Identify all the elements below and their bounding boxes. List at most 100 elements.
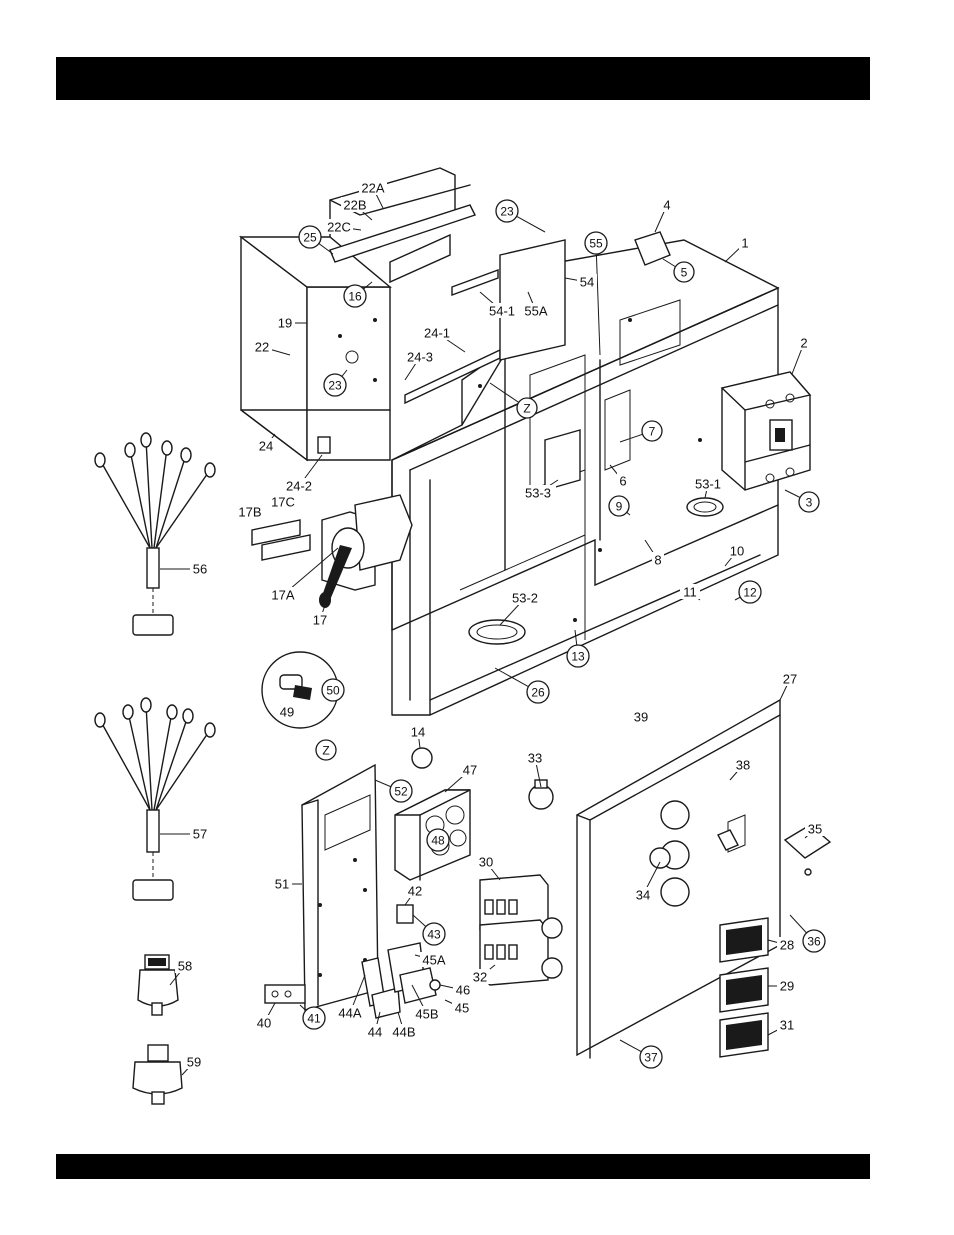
callout-text: 51 (275, 877, 289, 892)
callout-17: 17 (310, 605, 330, 628)
callout-text: Z (523, 402, 530, 416)
wire-harness-56 (95, 433, 215, 635)
callout-text: 22C (327, 220, 351, 235)
callout-text: 47 (463, 763, 477, 778)
callout-text: 36 (807, 935, 821, 949)
callout-text: 41 (307, 1012, 321, 1026)
callout-text: 23 (500, 205, 514, 219)
callout-53-2: 53-2 (500, 590, 543, 625)
callout-2: 2 (792, 335, 810, 374)
callout-text: 7 (649, 425, 656, 439)
callout-27: 27 (780, 671, 800, 700)
callout-text: 44 (368, 1025, 382, 1040)
callout-text: 2 (800, 336, 807, 351)
callout-text: 53-3 (525, 486, 551, 501)
wire-harness-57 (95, 698, 215, 900)
callout-text: 3 (806, 496, 813, 510)
callout-text: 24-3 (407, 350, 433, 365)
callout-text: 6 (619, 474, 626, 489)
callout-text: 48 (431, 834, 445, 848)
callout-text: 52 (394, 785, 408, 799)
callout-17b: 17B (236, 504, 264, 520)
callout-9: 9 (609, 496, 630, 516)
callout-text: 57 (193, 827, 207, 842)
pressure-sensor-59 (133, 1045, 182, 1104)
callout-22c: 22C (325, 219, 361, 235)
callout-text: 49 (280, 705, 294, 720)
callout-text: 28 (780, 938, 794, 953)
callout-text: 8 (654, 553, 661, 568)
callout-text: 45 (455, 1001, 469, 1016)
callout-text: 53-1 (695, 477, 721, 492)
callout-17c: 17C (269, 494, 297, 510)
callout-30: 30 (476, 854, 500, 880)
callout-45: 45 (445, 1000, 472, 1016)
callout-37: 37 (620, 1040, 662, 1068)
pressure-sensor-58 (138, 955, 178, 1015)
callout-text: 42 (408, 884, 422, 899)
callout-text: 22A (361, 181, 384, 196)
callout-text: 24-2 (286, 479, 312, 494)
callout-text: 5 (681, 266, 688, 280)
callout-text: 4 (663, 198, 670, 213)
callout-31: 31 (768, 1017, 797, 1035)
callout-text: 32 (473, 970, 487, 985)
callout-56: 56 (160, 561, 210, 577)
callout-24-1: 24-1 (419, 325, 465, 352)
callout-text: 24 (259, 439, 273, 454)
callout-text: 34 (636, 888, 650, 903)
callout-text: 17 (313, 613, 327, 628)
callout-text: 54-1 (489, 304, 515, 319)
callout-22b: 22B (341, 197, 372, 220)
callout-text: 44A (338, 1006, 361, 1021)
callout-text: 31 (780, 1018, 794, 1033)
callout-text: 22B (343, 198, 366, 213)
electronic-module (395, 748, 470, 880)
callout-text: 37 (644, 1051, 658, 1065)
callout-57: 57 (160, 826, 210, 842)
callout-51: 51 (272, 876, 302, 892)
callout-text: 17A (271, 588, 294, 603)
callout-40: 40 (254, 1003, 275, 1031)
callout-46: 46 (440, 982, 473, 998)
callout-text: 13 (571, 650, 585, 664)
callout-4: 4 (655, 197, 673, 232)
callout-11: 11 (680, 584, 700, 600)
callout-text: 45A (422, 953, 445, 968)
hour-meters (480, 780, 562, 985)
callout-52: 52 (375, 780, 412, 802)
callout-48: 48 (427, 829, 449, 851)
callout-text: 25 (303, 231, 317, 245)
callout-text: 44B (392, 1025, 415, 1040)
callout-24: 24 (256, 434, 276, 454)
callout-text: 46 (456, 983, 470, 998)
callout-text: 10 (730, 544, 744, 559)
callout-29: 29 (768, 978, 797, 994)
callout-text: 9 (616, 500, 623, 514)
callout-24-2: 24-2 (281, 455, 322, 494)
callout-47: 47 (445, 762, 480, 792)
callout-text: 56 (193, 562, 207, 577)
callout-text: 14 (411, 725, 425, 740)
callout-35: 35 (805, 821, 825, 838)
callout-text: 38 (736, 758, 750, 773)
callout-23a: 23 (496, 200, 545, 232)
callout-text: 50 (326, 684, 340, 698)
callout-text: 59 (187, 1055, 201, 1070)
callout-text: 58 (178, 959, 192, 974)
callout-text: 45B (415, 1007, 438, 1022)
callout-text: 43 (427, 928, 441, 942)
callout-text: 33 (528, 751, 542, 766)
callout-50: 50 (322, 679, 344, 701)
callout-14: 14 (408, 724, 428, 748)
circuit-breaker (722, 372, 810, 490)
callout-41: 41 (300, 1005, 325, 1029)
callout-text: 40 (257, 1016, 271, 1031)
callout-text: 26 (531, 686, 545, 700)
callout-39: 39 (631, 709, 651, 725)
callout-text: 54 (580, 275, 594, 290)
callout-1: 1 (725, 235, 751, 262)
front-panel (577, 700, 830, 1058)
callout-49: 49 (277, 704, 297, 720)
